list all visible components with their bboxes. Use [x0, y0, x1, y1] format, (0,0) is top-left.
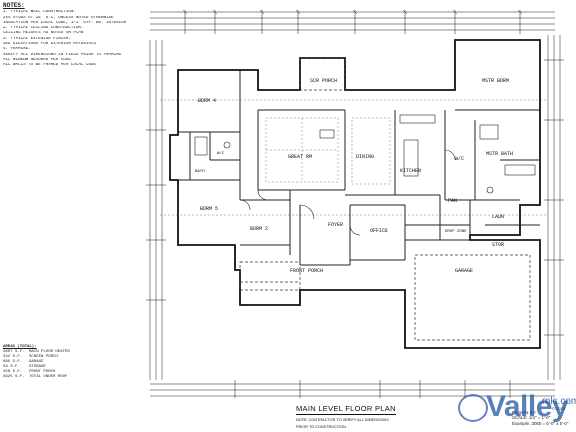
kitchen-island	[403, 139, 419, 177]
room-mstr-bath: MSTR BATH	[486, 151, 513, 157]
door-swing	[299, 204, 315, 220]
room-bath: BATH	[195, 170, 205, 174]
plan-subtitle-line: NOTE: CONTRACTOR TO VERIFY ALL DIMENSION…	[296, 418, 389, 422]
room-front-porch: FRONT PORCH	[290, 268, 323, 274]
legend-area: 342 S.F.	[3, 355, 23, 359]
room-bdrm4: BDRM 4	[198, 98, 216, 104]
legend-label: GARAGE	[29, 360, 44, 364]
room-pan: PAN	[448, 198, 457, 204]
watermark-brand: Valley	[486, 390, 569, 423]
note-line: 2x4 STUDS AT 16" O.C. UNLESS NOTED OTHER…	[3, 15, 114, 20]
note-line: INSULATION PER LOCAL CODE, 1/2" GYP. BD.…	[3, 20, 127, 25]
notes-heading: NOTES:	[3, 2, 25, 9]
legend-row: 2607 S.F. MAIN FLOOR HEATED	[3, 350, 163, 355]
note-line: 1. TYPICAL WALL CONSTRUCTION:	[3, 10, 76, 15]
room-office: OFFICE	[370, 228, 388, 234]
vanity	[504, 164, 536, 176]
valley-logo-icon	[458, 394, 488, 422]
fixtures	[194, 114, 536, 236]
legend-label: FRONT PORCH	[29, 370, 56, 374]
note-line: SEE ELEVATIONS FOR EXTERIOR MATERIALS	[3, 42, 96, 47]
note-line: 2. TYPICAL CEILING CONSTRUCTION:	[3, 26, 84, 31]
toilet	[223, 141, 231, 149]
watermark-suffix: mls.com	[542, 396, 576, 407]
legend-area: 258 S.F.	[3, 370, 23, 374]
spec-line: DRAWN BY:	[512, 410, 537, 415]
dimension-ticks	[182, 9, 523, 15]
legend-row: 3925 S.F. TOTAL UNDER ROOF	[3, 375, 163, 380]
legend-area: 3925 S.F.	[3, 375, 25, 379]
room-kitchen: KITCHEN	[400, 168, 421, 174]
legend-heading: AREAS (TOTAL):	[3, 345, 37, 349]
spec-line: Example: 3050 = 5'-0" x 5'-0"	[512, 420, 569, 426]
legend-row: 342 S.F. SCREEN PORCH	[3, 355, 163, 360]
door-swing	[349, 224, 361, 236]
note-line: 3. TYPICAL EXTERIOR FINISH:	[3, 36, 71, 41]
dimension-lines	[146, 10, 564, 398]
notes-lines: 1. TYPICAL WALL CONSTRUCTION: 2x4 STUDS …	[3, 10, 153, 68]
legend-area: 685 S.F.	[3, 360, 23, 364]
door-swing	[239, 199, 251, 211]
note-line: 4. FRAMING:	[3, 47, 31, 52]
room-garage: GARAGE	[455, 268, 473, 274]
valleymls-watermark: Valley mls.com © 2023	[456, 372, 576, 428]
room-labels: SCR PORCH MSTR BDRM BDRM 4 BDRM 5 BDRM 2…	[195, 78, 513, 274]
ceiling-lines	[160, 99, 546, 216]
watermark-date: © 2023	[552, 406, 565, 411]
legend-row: 33 S.F. STORAGE	[3, 365, 163, 370]
room-drop-zone: DROP ZONE	[445, 230, 467, 234]
spec-line: SCALE: 1/4" = 1'-0"	[512, 415, 551, 421]
legend-area: 33 S.F.	[3, 365, 20, 369]
room-dining: DINING	[356, 154, 374, 160]
room-wic: W/C	[455, 156, 464, 162]
plan-subtitle-line: PRIOR TO CONSTRUCTION	[296, 424, 346, 429]
note-line: ALL WALLS TO BE FRAMED PER LOCAL CODE	[3, 63, 96, 68]
legend-row: 685 S.F. GARAGE	[3, 360, 163, 365]
note-line: ALL WINDOW HEADERS PER CODE	[3, 57, 71, 62]
legend-label: TOTAL UNDER ROOF	[29, 375, 68, 379]
room-foyer: FOYER	[328, 222, 343, 228]
porch-outlines	[239, 57, 531, 341]
plan-title: MAIN LEVEL FLOOR PLAN	[296, 404, 396, 415]
legend-label: STORAGE	[29, 365, 46, 369]
legend-area: 2607 S.F.	[3, 350, 25, 354]
legend-label: MAIN FLOOR HEATED	[29, 350, 70, 354]
room-bdrm5: BDRM 5	[200, 206, 218, 212]
room-mstr-bdrm: MSTR BDRM	[482, 78, 509, 84]
room-scr-porch: SCR PORCH	[310, 78, 337, 84]
note-line: CEILING HEIGHTS AS NOTED ON PLAN	[3, 31, 84, 36]
toilet	[486, 186, 494, 194]
plan-title-block: MAIN LEVEL FLOOR PLAN NOTE: CONTRACTOR T…	[296, 398, 446, 429]
area-legend: AREAS (TOTAL): 2607 S.F. MAIN FLOOR HEATE…	[3, 345, 163, 380]
exterior-walls	[169, 39, 541, 349]
door-swing	[444, 149, 456, 161]
note-line: VERIFY ALL DIMENSIONS IN FIELD PRIOR TO …	[3, 52, 122, 57]
room-great-rm: GREAT RM	[288, 154, 312, 160]
door-swing	[257, 189, 269, 201]
room-wic2: W/C	[217, 151, 225, 156]
tub	[194, 136, 208, 156]
kitchen-counter	[399, 114, 436, 124]
shower	[479, 124, 499, 140]
interior-walls	[178, 70, 540, 266]
spec-block: DRAWN BY: SCALE: 1/4" = 1'-0" Example: 3…	[512, 410, 568, 426]
legend-label: SCREEN PORCH	[29, 355, 58, 359]
room-stor: STOR	[492, 242, 504, 248]
room-bdrm2: BDRM 2	[250, 226, 268, 232]
legend-row: 258 S.F. FRONT PORCH	[3, 370, 163, 375]
fireplace	[319, 129, 335, 139]
room-laun: LAUN	[492, 214, 504, 220]
notes-block: NOTES: 1. TYPICAL WALL CONSTRUCTION: 2x4…	[3, 2, 153, 69]
